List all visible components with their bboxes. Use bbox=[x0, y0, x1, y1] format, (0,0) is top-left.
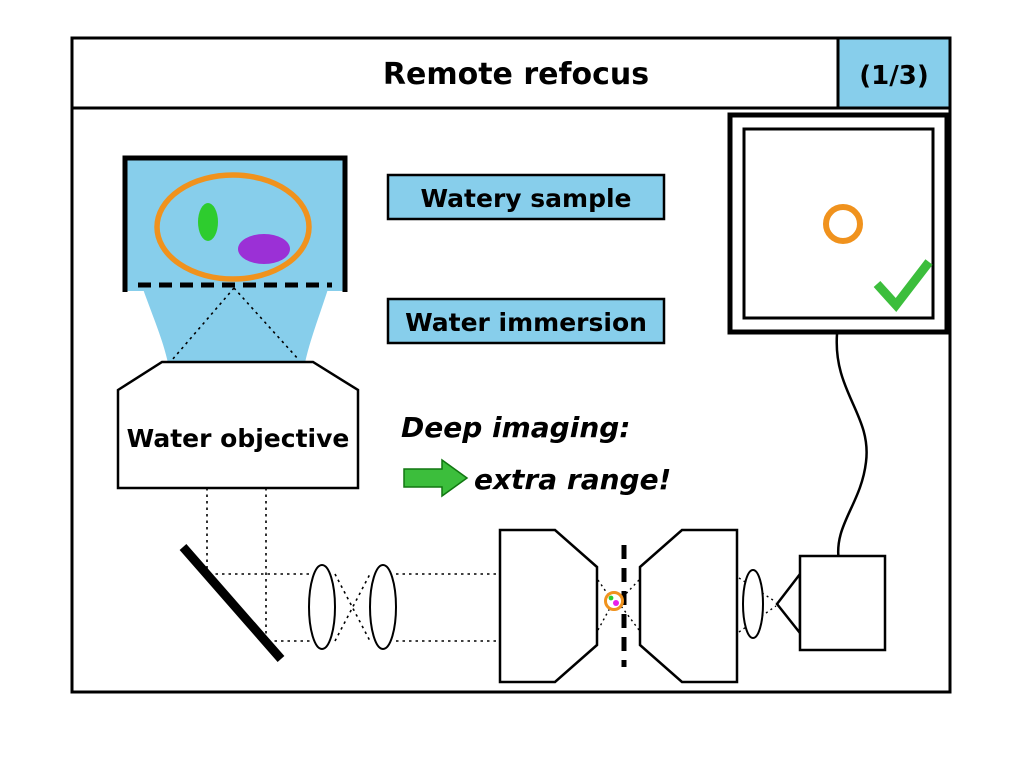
sample-dish bbox=[122, 155, 348, 292]
beam-remote-focus-left-upper bbox=[597, 579, 612, 600]
remote-green-organelle bbox=[608, 595, 614, 601]
light-cone-left bbox=[171, 287, 235, 361]
relay-lens-1 bbox=[308, 564, 336, 650]
remote-objective-right bbox=[638, 528, 739, 684]
page-indicator-box bbox=[836, 36, 952, 110]
monitor-screen bbox=[742, 127, 935, 320]
checkmark-icon bbox=[873, 259, 933, 313]
slide-title: Remote refocus bbox=[383, 57, 649, 92]
water-objective-body bbox=[116, 360, 360, 490]
water-objective-label: Water objective bbox=[127, 424, 350, 453]
tube-lens bbox=[742, 569, 764, 639]
deep-imaging-text: Deep imaging: bbox=[401, 411, 631, 444]
page-indicator: (1/3) bbox=[859, 61, 928, 91]
remote-magenta-organelle bbox=[613, 600, 619, 606]
immersion-water bbox=[143, 289, 328, 363]
fold-mirror bbox=[179, 544, 285, 662]
water-immersion-label-box bbox=[386, 297, 666, 345]
green-right-arrow-icon bbox=[403, 458, 469, 498]
extra-range-text: extra range! bbox=[474, 463, 671, 496]
screen-cell-ring bbox=[823, 204, 863, 244]
water-immersion-label: Water immersion bbox=[405, 308, 647, 337]
remote-objective-left bbox=[498, 528, 599, 684]
camera-body bbox=[798, 554, 887, 652]
cell-membrane-ring bbox=[154, 172, 312, 282]
relay-lens-2 bbox=[369, 564, 397, 650]
green-organelle bbox=[198, 203, 218, 241]
watery-sample-label: Watery sample bbox=[420, 184, 631, 213]
beam-remote-focus-left-lower bbox=[597, 605, 612, 631]
watery-sample-label-box bbox=[386, 173, 666, 221]
purple-organelle bbox=[238, 234, 290, 264]
